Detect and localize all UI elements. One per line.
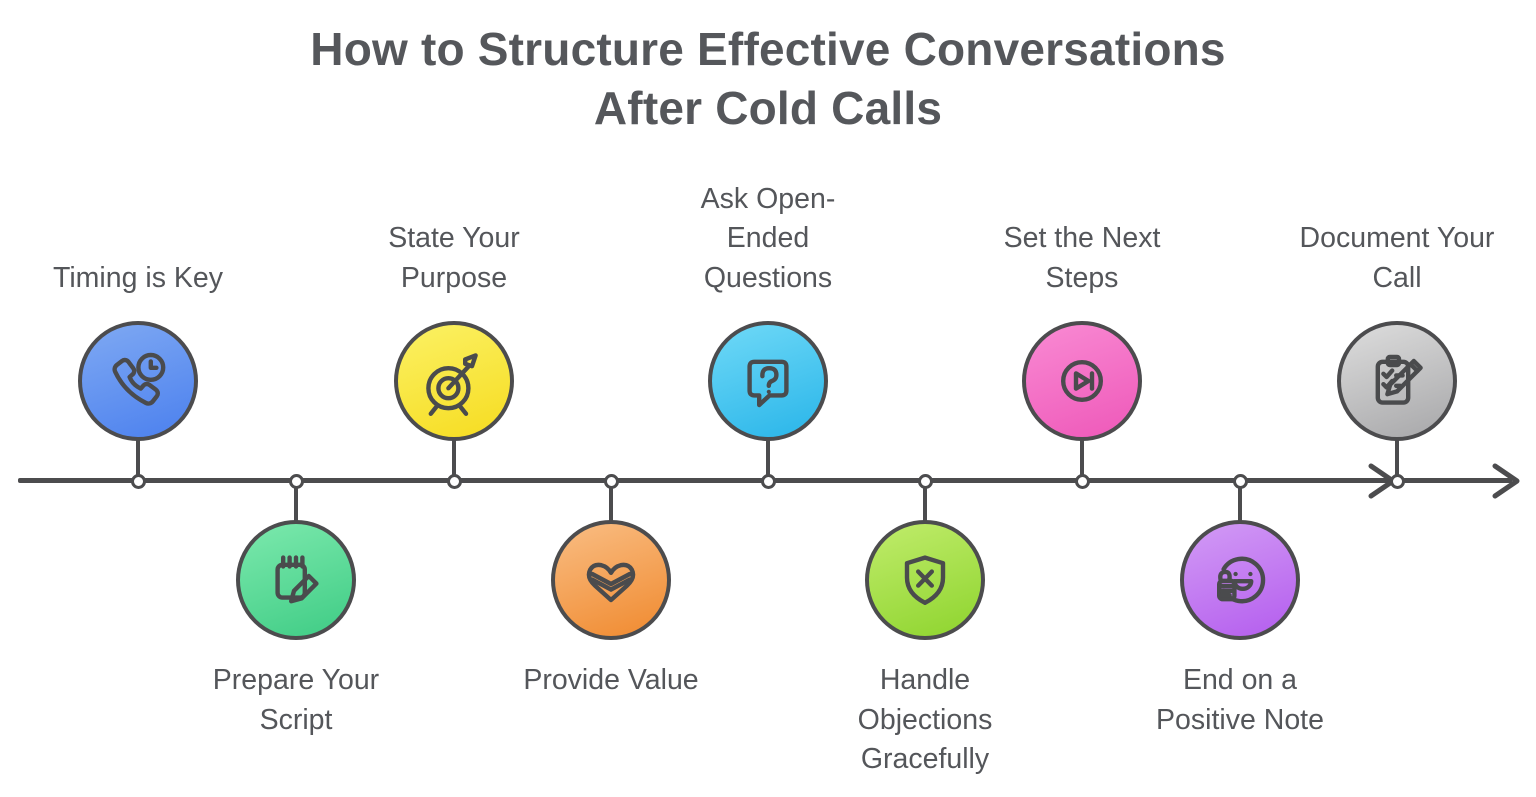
heart-box-icon: [586, 562, 636, 603]
step-label: Timing is Key: [53, 261, 223, 294]
step-label: State Your Purpose: [388, 222, 520, 294]
target-arrow-icon: [426, 353, 478, 416]
phone-clock-icon: [112, 352, 166, 406]
timeline-node: [1389, 473, 1405, 489]
step-label: Ask Open- Ended Questions: [700, 182, 836, 294]
step-document-your-call: Document Your Call: [1267, 0, 1527, 797]
connector-line: [1080, 438, 1084, 481]
step-label: Provide Value: [523, 664, 699, 696]
next-step-icon: [1061, 360, 1103, 402]
shield-x-icon: [904, 555, 946, 605]
step-circle: [1337, 321, 1457, 441]
connector-line: [1238, 481, 1242, 523]
page-title: How to Structure Effective Conversations…: [0, 20, 1536, 138]
step-set-the-next-steps: Set the Next Steps: [952, 0, 1212, 797]
step-circle: [708, 321, 828, 441]
notepad-pencil-icon: [275, 555, 319, 604]
step-end-on-a-positive-note: End on a Positive Note: [1110, 0, 1370, 797]
step-state-your-purpose: State Your Purpose: [324, 0, 584, 797]
step-label: Set the Next Steps: [1003, 222, 1161, 294]
timeline-node: [446, 473, 462, 489]
connector-line: [136, 438, 140, 481]
timeline-node: [130, 473, 146, 489]
step-circle: [1180, 520, 1300, 640]
question-bubble-icon: [747, 359, 789, 408]
step-handle-objections-gracefully: Handle Objections Gracefully: [795, 0, 1055, 797]
timeline-node: [603, 473, 619, 489]
connector-line: [609, 481, 613, 523]
timeline-node: [760, 473, 776, 489]
clipboard-pencil-icon: [1375, 354, 1423, 405]
page-title-line2: After Cold Calls: [593, 82, 943, 134]
connector-line: [1395, 438, 1399, 481]
step-label: End on a Positive Note: [1156, 664, 1324, 736]
connector-line: [923, 481, 927, 523]
timeline-node: [1074, 473, 1090, 489]
step-label: Prepare Your Script: [212, 664, 380, 736]
smiley-thumbs-up-icon: [1217, 556, 1266, 604]
connector-line: [294, 481, 298, 523]
timeline-node: [1232, 473, 1248, 489]
step-provide-value: Provide Value: [481, 0, 741, 797]
page-title-line1: How to Structure Effective Conversations: [310, 23, 1226, 75]
step-circle: [394, 321, 514, 441]
connector-line: [766, 438, 770, 481]
timeline-node: [288, 473, 304, 489]
step-label: Document Your Call: [1299, 222, 1495, 294]
step-circle: [236, 520, 356, 640]
step-prepare-your-script: Prepare Your Script: [166, 0, 426, 797]
step-circle: [865, 520, 985, 640]
step-label: Handle Objections Gracefully: [857, 664, 993, 775]
step-circle: [78, 321, 198, 441]
step-timing-is-key: Timing is Key: [8, 0, 268, 797]
timeline-node: [917, 473, 933, 489]
step-circle: [1022, 321, 1142, 441]
step-circle: [551, 520, 671, 640]
arrowhead-icon: [1492, 463, 1520, 499]
step-ask-open-ended-questions: Ask Open- Ended Questions: [638, 0, 898, 797]
connector-line: [452, 438, 456, 481]
